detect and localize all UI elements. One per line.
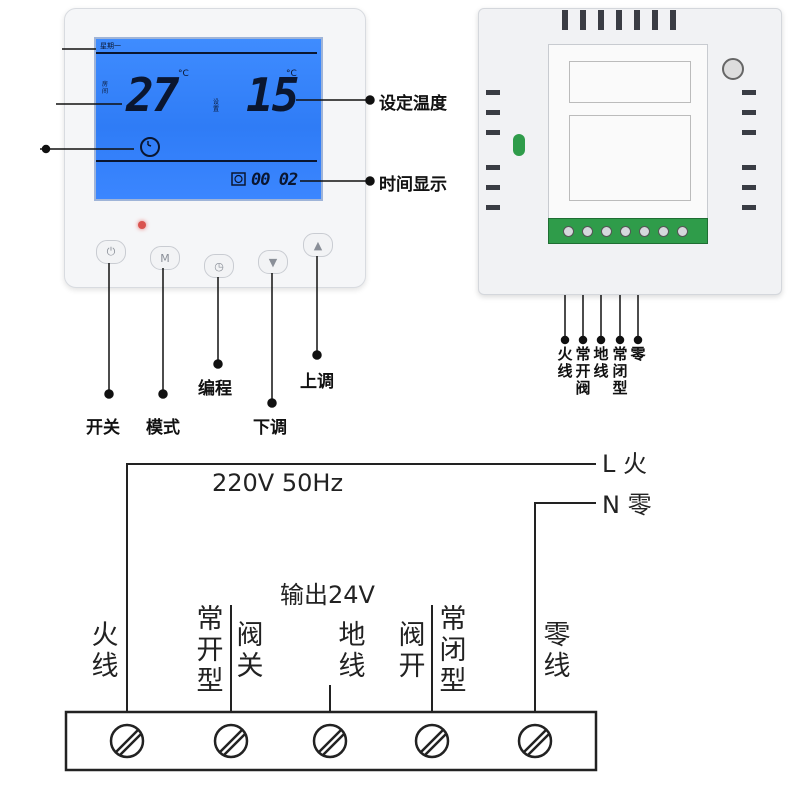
terminal-block-back: [548, 218, 708, 244]
terminal-label-normally-open: 常开型: [196, 604, 224, 697]
terminal-label-valve-open: 阀开: [398, 620, 426, 682]
up-arrow-icon: ▲: [313, 238, 323, 252]
wiring-sticker: [569, 115, 691, 201]
callout-down: 下调: [253, 418, 287, 438]
vent-slot: [562, 10, 568, 30]
clock-button-icon: ◷: [214, 259, 224, 273]
vent-slot: [634, 10, 640, 30]
back-label-live: 火线: [557, 345, 573, 380]
callout-up: 上调: [300, 372, 334, 392]
terminal-label-valve-close: 阀关: [236, 620, 264, 682]
vent-slot: [670, 10, 676, 30]
back-circuit-cover: [548, 44, 708, 220]
mounting-clip: [513, 134, 525, 156]
program-button[interactable]: ◷: [204, 254, 234, 278]
screw-icon: [722, 58, 744, 80]
vent-slot: [742, 130, 756, 135]
callout-time-display: 时间显示: [379, 175, 447, 195]
lcd-divider-top: [96, 52, 317, 54]
callout-power: 开关: [86, 418, 120, 438]
set-temp: 15: [246, 68, 299, 122]
lcd-screen: 星期一 房间 27 °C 设置 15 °C 00 02: [94, 37, 323, 201]
vent-slot: [616, 10, 622, 30]
power-button[interactable]: ⏻: [96, 240, 126, 264]
vent-slot: [742, 205, 756, 210]
supply-voltage: 220V 50Hz: [212, 469, 344, 497]
wiring-diagram: [64, 463, 598, 772]
status-led: [138, 221, 146, 229]
power-icon: ⏻: [106, 245, 116, 258]
terminal-label-neutral: 零线: [543, 620, 571, 682]
vent-slot: [486, 130, 500, 135]
terminal-screw: [639, 226, 650, 237]
vent-slot: [486, 110, 500, 115]
vent-slot: [580, 10, 586, 30]
neutral-terminal-label: N 零: [602, 491, 652, 519]
time-value: 00 02: [251, 170, 298, 190]
back-label-normally-closed: 常闭型: [612, 345, 628, 397]
terminal-screw: [563, 226, 574, 237]
vent-slot: [486, 185, 500, 190]
vent-slot: [742, 165, 756, 170]
callout-program: 编程: [198, 379, 232, 399]
warning-sticker: [569, 61, 691, 103]
back-label-normally-open: 常开阀: [575, 345, 591, 397]
live-terminal-label: L 火: [602, 450, 647, 478]
mode-icon: M: [160, 251, 170, 265]
set-label: 设置: [213, 99, 220, 113]
terminal-screw: [620, 226, 631, 237]
terminal-screw: [582, 226, 593, 237]
output-voltage: 输出24V: [280, 581, 375, 609]
vent-slot: [486, 90, 500, 95]
callout-mode: 模式: [146, 418, 180, 438]
vent-slot: [742, 185, 756, 190]
terminal-screw: [601, 226, 612, 237]
callout-lines: [40, 48, 643, 408]
vent-slot: [742, 110, 756, 115]
down-arrow-icon: ▼: [268, 255, 278, 269]
current-temp: 27: [126, 68, 179, 122]
terminal-label-live: 火线: [91, 620, 119, 682]
vent-slot: [742, 90, 756, 95]
vent-slot: [598, 10, 604, 30]
lcd-divider-bottom: [96, 160, 317, 162]
terminal-screw: [677, 226, 688, 237]
terminal-label-normally-closed: 常闭型: [439, 604, 467, 697]
vent-slot: [486, 165, 500, 170]
terminal-screw: [658, 226, 669, 237]
back-label-ground: 地线: [593, 345, 609, 380]
back-label-neutral: 零: [630, 345, 646, 363]
up-button[interactable]: ▲: [303, 233, 333, 257]
room-label: 房间: [102, 81, 109, 95]
set-temp-unit: °C: [286, 69, 297, 79]
terminal-label-ground: 地线: [338, 620, 366, 682]
current-temp-unit: °C: [178, 69, 189, 79]
callout-set-temp: 设定温度: [379, 94, 447, 114]
down-button[interactable]: ▼: [258, 250, 288, 274]
alarm-icon: [231, 172, 246, 186]
vent-slot: [486, 205, 500, 210]
vent-slot: [652, 10, 658, 30]
mode-button[interactable]: M: [150, 246, 180, 270]
clock-icon: [140, 137, 160, 157]
weekday-label: 星期一: [100, 42, 121, 50]
